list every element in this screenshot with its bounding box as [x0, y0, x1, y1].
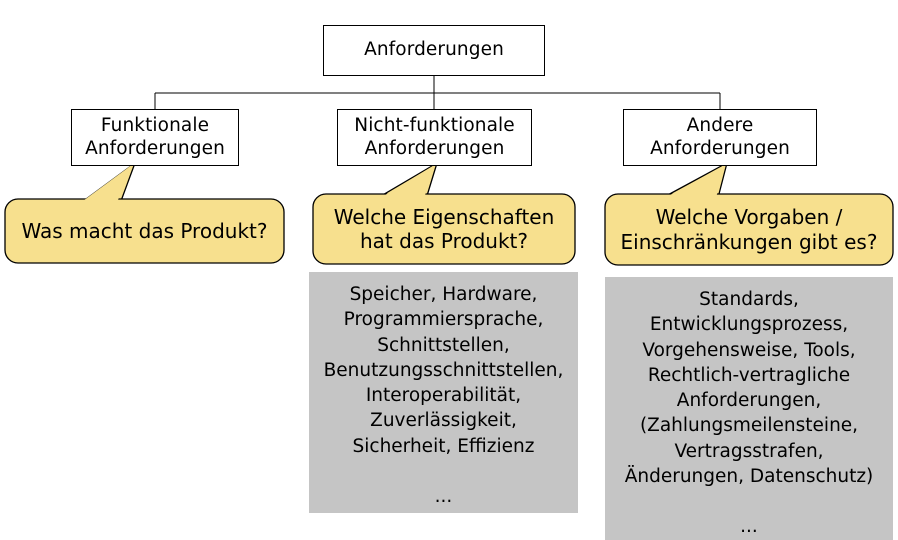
node-andere-anforderungen[interactable]: Andere Anforderungen: [623, 109, 817, 166]
callout-shape-other: [604, 162, 894, 266]
detail-panel-other: Standards, Entwicklungsprozess, Vorgehen…: [605, 277, 893, 540]
callout-tail-functional-fill: [72, 164, 133, 219]
callout-tail-other-fill: [661, 164, 726, 214]
callout-body-functional: [4, 198, 285, 264]
node-nicht-funktionale-anforderungen[interactable]: Nicht-funktionale Anforderungen: [337, 109, 532, 166]
callout-body-nonfunc: [312, 193, 576, 265]
tree-connectors: [154, 76, 721, 109]
detail-panel-nonfunctional: Speicher, Hardware, Programmiersprache, …: [309, 272, 578, 513]
node-funktionale-anforderungen[interactable]: Funktionale Anforderungen: [71, 109, 239, 166]
node-anforderungen-root[interactable]: Anforderungen: [323, 25, 545, 76]
callout-tail-nonfunc-fill: [372, 164, 436, 215]
callout-body-other: [604, 193, 894, 266]
callout-shape-functional: [4, 162, 285, 264]
callout-shape-nonfunc: [312, 162, 576, 265]
